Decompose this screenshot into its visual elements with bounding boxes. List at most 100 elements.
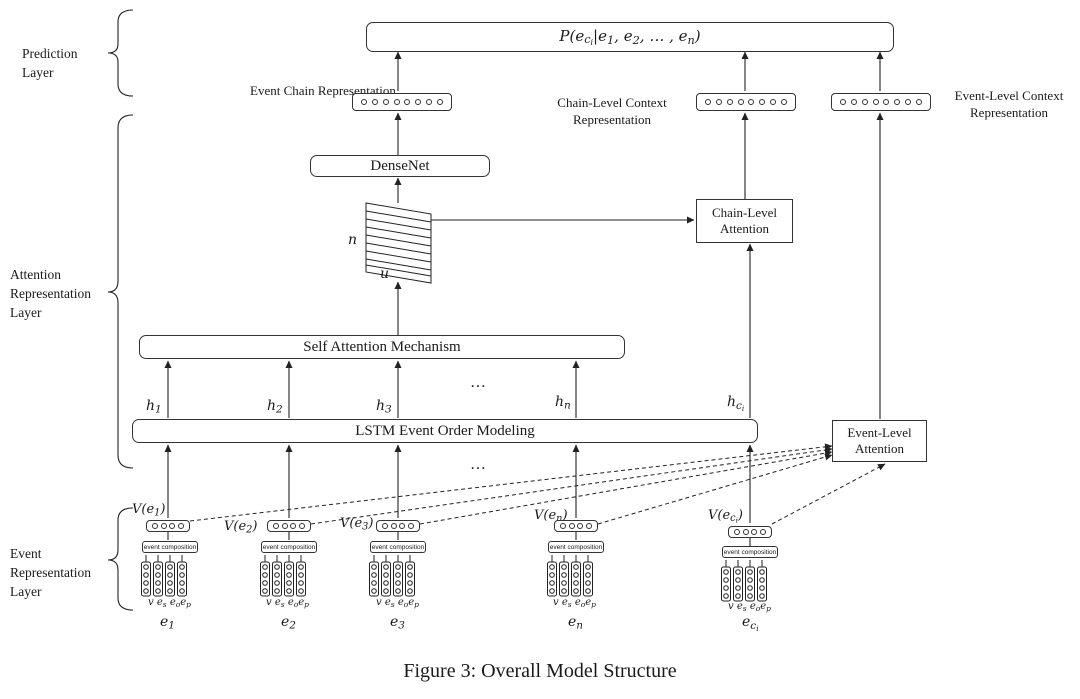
component-unit [573, 580, 579, 586]
component-unit [383, 564, 389, 570]
component-unit [262, 588, 268, 594]
component-unit [561, 588, 567, 594]
component-unit [179, 572, 185, 578]
component-unit [723, 593, 729, 599]
hidden-state-hn: hn [555, 394, 571, 412]
component-unit [723, 569, 729, 575]
component-vectors-e3 [369, 555, 415, 597]
component-unit [155, 580, 161, 586]
component-unit [573, 588, 579, 594]
component-unit [143, 580, 149, 586]
component-unit [167, 580, 173, 586]
vector-label-e1: V(e1) [132, 502, 166, 519]
component-unit [561, 564, 567, 570]
attention-matrix [365, 202, 432, 284]
component-unit [407, 588, 413, 594]
ellipsis-upper: … [470, 374, 486, 391]
component-unit [274, 580, 280, 586]
component-vectors-eci [721, 560, 767, 602]
vector-label-e2: V(e2) [224, 519, 258, 536]
component-unit [561, 580, 567, 586]
event-composition-eci: event composition [722, 546, 778, 558]
chain-level-context-label: Chain-Level Context Representation [557, 95, 667, 127]
component-unit [371, 564, 377, 570]
figure-caption: Figure 3: Overall Model Structure [403, 660, 677, 682]
component-unit [735, 569, 741, 575]
component-unit [179, 588, 185, 594]
component-letters-e2: v es eoep [266, 597, 309, 609]
event-composition-en: event composition [548, 541, 604, 553]
component-unit [179, 564, 185, 570]
component-unit [143, 564, 149, 570]
component-letters-e3: v es eoep [376, 597, 419, 609]
prediction-box: P(eci|e1, e2, … , en) [366, 22, 894, 52]
component-unit [262, 580, 268, 586]
event-composition-e1: event composition [142, 541, 198, 553]
hidden-state-h1: h1 [146, 398, 162, 416]
component-unit [723, 577, 729, 583]
component-unit [383, 588, 389, 594]
component-unit [407, 580, 413, 586]
event-vector-eci [728, 526, 772, 538]
component-unit [549, 572, 555, 578]
prediction-formula: P(eci|e1, e2, … , en) [559, 26, 701, 48]
component-unit [383, 572, 389, 578]
event-layer-brace [107, 507, 134, 611]
component-unit [585, 564, 591, 570]
event-name-e3: e3 [390, 614, 405, 632]
component-unit [759, 585, 765, 591]
vector-label-e3: V(e3) [340, 516, 374, 533]
event-vector-e3 [376, 520, 420, 532]
component-unit [167, 572, 173, 578]
chain-level-context-vector [696, 93, 796, 111]
event-level-context-label: Event-Level Context Representation [954, 88, 1064, 120]
component-unit [286, 580, 292, 586]
component-letters-en: v es eoep [553, 597, 596, 609]
component-unit [735, 593, 741, 599]
matrix-rows-label: n [348, 232, 358, 248]
event-level-context-vector [831, 93, 931, 111]
component-unit [395, 572, 401, 578]
component-vectors-en [547, 555, 593, 597]
self-attention-box: Self Attention Mechanism [139, 335, 625, 359]
component-unit [371, 580, 377, 586]
event-vector-en [554, 520, 598, 532]
chain-level-attention-box: Chain-Level Attention [696, 199, 793, 243]
densenet-box: DenseNet [310, 155, 490, 177]
component-unit [723, 585, 729, 591]
event-name-eci: eci [742, 614, 759, 633]
component-unit [585, 572, 591, 578]
component-unit [298, 588, 304, 594]
component-unit [371, 588, 377, 594]
component-unit [585, 580, 591, 586]
component-unit [747, 585, 753, 591]
component-vectors-e2 [260, 555, 306, 597]
component-unit [286, 564, 292, 570]
matrix-cols-label: u [380, 266, 390, 282]
component-unit [407, 564, 413, 570]
event-name-e2: e2 [281, 614, 296, 632]
component-unit [573, 572, 579, 578]
component-unit [179, 580, 185, 586]
component-unit [298, 580, 304, 586]
component-unit [143, 588, 149, 594]
component-unit [262, 564, 268, 570]
component-unit [549, 580, 555, 586]
event-level-attention-box: Event-Level Attention [832, 420, 927, 462]
component-unit [274, 564, 280, 570]
component-unit [549, 564, 555, 570]
component-unit [549, 588, 555, 594]
component-unit [155, 588, 161, 594]
event-name-en: en [568, 614, 584, 632]
component-unit [747, 593, 753, 599]
component-unit [759, 577, 765, 583]
event-composition-e2: event composition [261, 541, 317, 553]
component-unit [298, 564, 304, 570]
component-unit [167, 564, 173, 570]
component-unit [371, 572, 377, 578]
event-vector-e2 [267, 520, 311, 532]
event-name-e1: e1 [160, 614, 175, 632]
component-unit [274, 588, 280, 594]
component-unit [573, 564, 579, 570]
